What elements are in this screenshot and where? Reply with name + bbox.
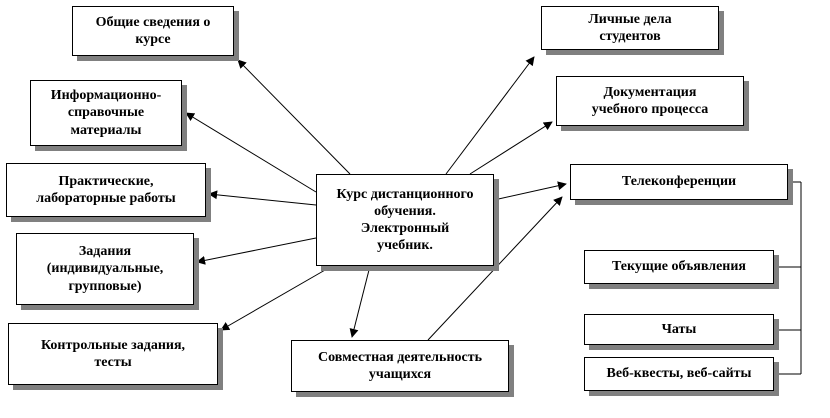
node-control-tests: Контрольные задания, тесты xyxy=(8,323,218,385)
node-teleconferences-label: Телеконференции xyxy=(621,174,737,190)
arrow-center-to-joint xyxy=(349,265,371,338)
node-joint-activity: Совместная деятельность учащихся xyxy=(291,340,509,392)
arrow-center-to-tasks xyxy=(196,237,317,265)
node-student-records: Личные дела студентов xyxy=(541,6,719,50)
arrow-center-to-personal xyxy=(445,56,535,175)
node-reference-materials: Информационно- справочные материалы xyxy=(30,80,182,146)
node-assignments: Задания (индивидуальные, групповые) xyxy=(16,233,194,305)
node-practical-labs: Практические, лабораторные работы xyxy=(6,163,206,217)
node-teleconferences: Телеконференции xyxy=(570,164,788,200)
node-process-documentation: Документация учебного процесса xyxy=(556,76,744,126)
node-webquests-websites-label: Веб-квесты, веб-сайты xyxy=(606,366,752,382)
node-course-general-info-label: Общие сведения о курсе xyxy=(95,14,211,47)
arrow-center-to-teleconf xyxy=(493,181,567,201)
arrow-center-to-practical xyxy=(208,190,317,206)
node-student-records-label: Личные дела студентов xyxy=(588,11,672,44)
node-reference-materials-label: Информационно- справочные материалы xyxy=(50,88,162,138)
node-current-announcements: Текущие объявления xyxy=(584,250,774,284)
node-current-announcements-label: Текущие объявления xyxy=(611,259,747,275)
arrow-center-to-control xyxy=(220,265,333,331)
arrow-center-to-docs xyxy=(469,121,553,175)
arrow-center-to-general xyxy=(237,59,351,175)
node-webquests-websites: Веб-квесты, веб-сайты xyxy=(584,357,774,391)
node-distance-course-center-label: Курс дистанционного обучения. Электронны… xyxy=(336,186,474,254)
node-practical-labs-label: Практические, лабораторные работы xyxy=(36,173,176,206)
node-control-tests-label: Контрольные задания, тесты xyxy=(40,337,186,370)
node-joint-activity-label: Совместная деятельность учащихся xyxy=(317,349,482,382)
node-chats: Чаты xyxy=(584,314,774,345)
node-distance-course-center: Курс дистанционного обучения. Электронны… xyxy=(316,174,494,266)
node-process-documentation-label: Документация учебного процесса xyxy=(591,84,709,117)
node-course-general-info: Общие сведения о курсе xyxy=(72,6,234,56)
node-chats-label: Чаты xyxy=(661,321,697,337)
node-assignments-label: Задания (индивидуальные, групповые) xyxy=(46,244,164,294)
